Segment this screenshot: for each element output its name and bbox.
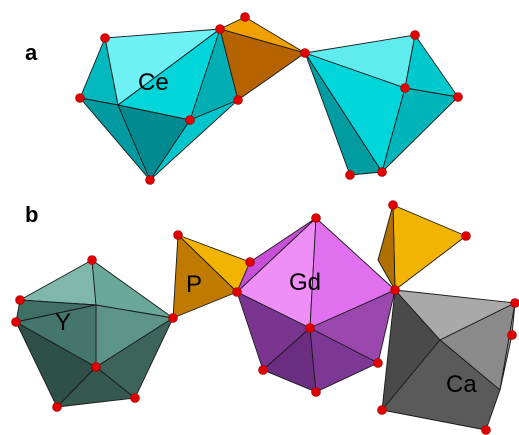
oxygen-atom	[168, 313, 178, 323]
oxygen-atom	[345, 170, 355, 180]
y-label: Y	[55, 309, 71, 336]
gd-label: Gd	[289, 269, 321, 296]
y-face-mid-left	[15, 304, 97, 368]
y-polyhedron: Y	[15, 259, 174, 408]
oxygen-atom	[481, 425, 491, 435]
oxygen-atom	[373, 358, 383, 368]
oxygen-atom	[305, 323, 315, 333]
oxygen-atoms-b	[11, 200, 519, 435]
y-face-top-left	[19, 259, 97, 306]
cyan-right-face-bottom	[381, 87, 459, 173]
oxygen-atom	[311, 213, 321, 223]
ce-face-bottom-right	[149, 99, 239, 181]
panel-letter-a: a	[25, 40, 38, 65]
phosphate-c-face-front	[377, 204, 396, 291]
oxygen-atom	[233, 95, 243, 105]
ca-face-right	[499, 302, 516, 391]
oxygen-atom	[15, 295, 25, 305]
ca-polyhedron: Ca	[381, 289, 516, 431]
phosphate-tetrahedron-b: P	[172, 234, 251, 319]
ce-label: Ce	[138, 69, 169, 96]
oxygen-atom	[388, 200, 398, 210]
oxygen-atom	[453, 92, 463, 102]
oxygen-atom	[173, 230, 183, 240]
phosphate-b-face-front	[172, 234, 238, 319]
oxygen-atom	[11, 317, 21, 327]
oxygen-atom	[52, 402, 62, 412]
phosphate-c-face-top	[392, 204, 467, 291]
phosphate-tetrahedron-c	[377, 204, 467, 291]
phosphate-tetrahedron-a	[219, 16, 306, 101]
oxygen-atom	[400, 83, 410, 93]
phosphate-a-face-front	[219, 28, 306, 101]
ca-label: Ca	[446, 371, 477, 398]
gd-polyhedron: Gd	[236, 217, 396, 393]
gd-face-back-left	[236, 217, 317, 293]
cyan-polyhedron-right	[304, 34, 459, 176]
oxygen-atom	[245, 257, 255, 267]
oxygen-atom	[377, 167, 387, 177]
oxygen-atom	[100, 33, 110, 43]
panel-a: a Ce	[25, 12, 463, 185]
oxygen-atom	[300, 48, 310, 58]
p-label: P	[186, 271, 202, 298]
panel-b: b Y P Gd	[11, 200, 519, 435]
oxygen-atom	[507, 330, 517, 340]
oxygen-atom	[185, 115, 195, 125]
oxygen-atom	[232, 287, 242, 297]
ce-polyhedron: Ce	[79, 28, 239, 181]
cyan-right-face-right	[404, 34, 459, 98]
oxygen-atom	[258, 365, 268, 375]
oxygen-atom	[145, 175, 155, 185]
oxygen-atom	[311, 387, 321, 397]
oxygen-atom	[410, 30, 420, 40]
oxygen-atom	[215, 24, 225, 34]
oxygen-atom	[390, 285, 400, 295]
oxygen-atom	[130, 393, 140, 403]
oxygen-atom	[91, 362, 101, 372]
oxygen-atom	[510, 298, 519, 308]
oxygen-atom	[75, 93, 85, 103]
oxygen-atoms-a	[75, 12, 463, 185]
oxygen-atom	[377, 405, 387, 415]
y-face-bottom-right	[95, 317, 174, 399]
cyan-right-face-left	[304, 52, 383, 176]
gd-face-bottom-right	[309, 327, 379, 393]
oxygen-atom	[461, 231, 471, 241]
panel-letter-b: b	[25, 202, 38, 227]
oxygen-atom	[240, 12, 250, 22]
oxygen-atom	[87, 255, 97, 265]
